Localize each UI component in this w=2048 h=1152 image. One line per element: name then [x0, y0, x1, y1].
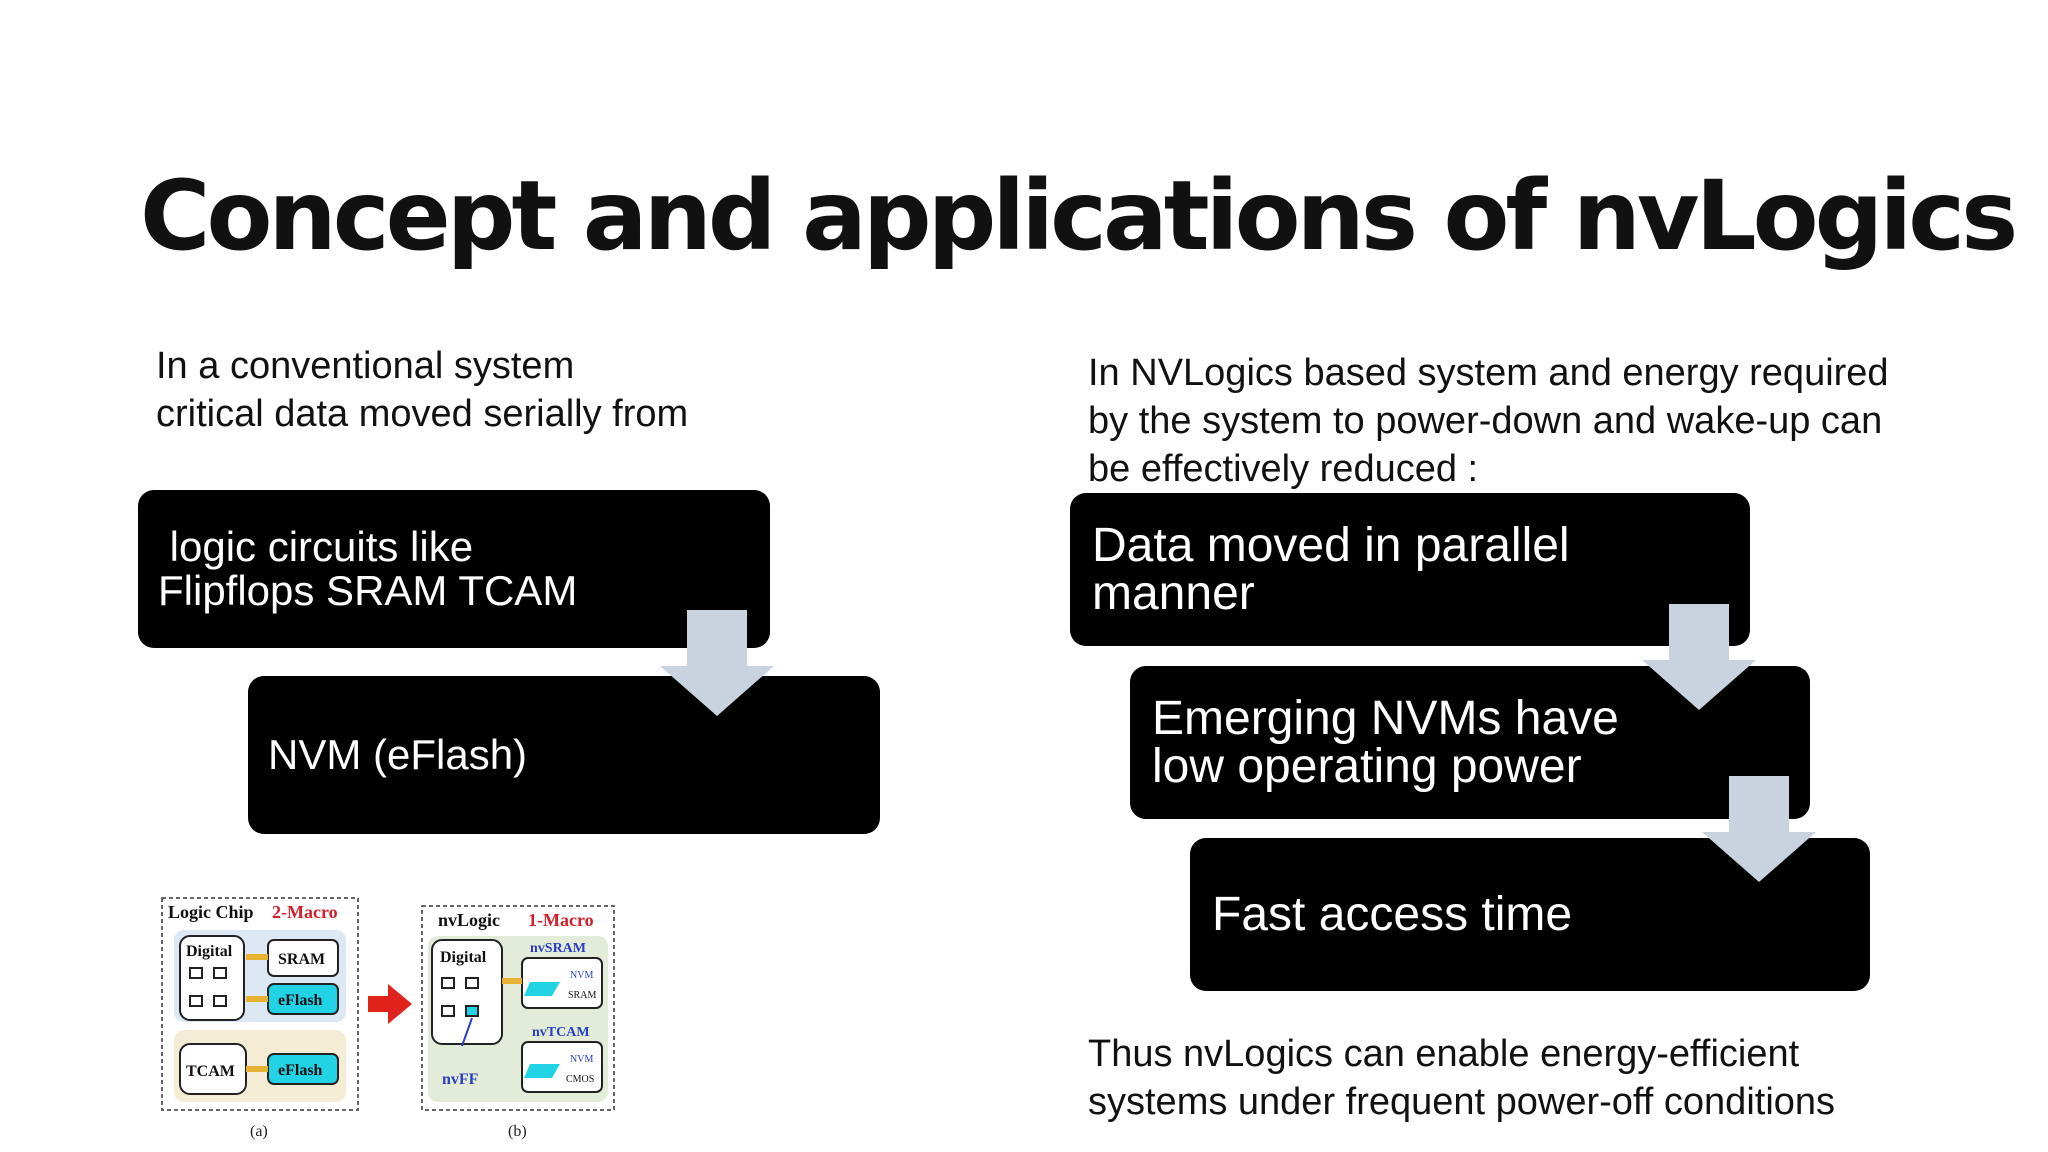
fig-a-macro-label: 2-Macro	[272, 902, 338, 922]
right-box-fast-access: Fast access time	[1190, 838, 1870, 991]
fig-b-chip-label: nvLogic	[438, 910, 500, 930]
right-box3-text: Fast access time	[1212, 887, 1573, 941]
down-arrow-icon	[1702, 776, 1816, 882]
fig-b-cmos: CMOS	[566, 1074, 594, 1085]
right-intro-line: In NVLogics based system and energy requ…	[1088, 352, 1889, 394]
right-intro-line: by the system to power-down and wake-up …	[1088, 400, 1883, 442]
fig-a-eflash-1: eFlash	[278, 992, 323, 1009]
right-box-parallel: Data moved in parallel manner	[1070, 493, 1750, 646]
right-conclusion-line: Thus nvLogics can enable energy-efficien…	[1088, 1033, 1800, 1075]
left-intro-line: In a conventional system	[156, 345, 575, 387]
left-intro: In a conventional system critical data m…	[156, 342, 688, 438]
fig-b-nvff: nvFF	[442, 1071, 479, 1088]
fig-b-digital: Digital	[440, 949, 487, 966]
fig-a-sram: SRAM	[278, 951, 325, 968]
red-arrow-icon	[368, 984, 412, 1024]
fig-b-nvtcam: nvTCAM	[532, 1025, 590, 1040]
right-box1-line: manner	[1092, 566, 1255, 620]
left-box1-line: Flipflops SRAM TCAM	[158, 567, 578, 614]
right-box2-line: Emerging NVMs have	[1152, 691, 1619, 745]
right-intro-line: be effectively reduced :	[1088, 448, 1479, 490]
left-intro-line: critical data moved serially from	[156, 393, 689, 435]
left-box2-text: NVM (eFlash)	[268, 731, 528, 778]
fig-b-macro-label: 1-Macro	[528, 910, 594, 930]
fig-b-sram: SRAM	[568, 990, 596, 1001]
nvlogic-comparison-figure: Logic Chip 2-Macro Digital SRAM eFlash T…	[161, 897, 615, 1140]
left-box-nvm: NVM (eFlash)	[248, 676, 880, 834]
left-box-logic-circuits: logic circuits like Flipflops SRAM TCAM	[138, 490, 770, 648]
right-box1-line: Data moved in parallel	[1092, 518, 1570, 572]
fig-a-eflash-2: eFlash	[278, 1062, 323, 1079]
fig-b-nvm-1: NVM	[570, 970, 593, 981]
right-intro: In NVLogics based system and energy requ…	[1088, 349, 1889, 493]
fig-a-chip-label: Logic Chip	[168, 902, 254, 922]
fig-a-caption: (a)	[250, 1123, 268, 1140]
left-box1-line: logic circuits like	[158, 523, 474, 570]
down-arrow-icon	[1642, 604, 1756, 710]
fig-b-nvm-2: NVM	[570, 1054, 593, 1065]
fig-a-digital: Digital	[186, 943, 233, 960]
right-conclusion: Thus nvLogics can enable energy-efficien…	[1088, 1030, 1835, 1126]
right-conclusion-line: systems under frequent power-off conditi…	[1088, 1081, 1836, 1123]
slide-title: Concept and applications of nvLogics	[140, 160, 2018, 272]
fig-a-tcam: TCAM	[186, 1063, 235, 1080]
fig-b-caption: (b)	[508, 1123, 527, 1140]
down-arrow-icon	[660, 610, 774, 716]
fig-b-nvsram: nvSRAM	[530, 941, 586, 956]
right-box2-line: low operating power	[1152, 739, 1582, 793]
